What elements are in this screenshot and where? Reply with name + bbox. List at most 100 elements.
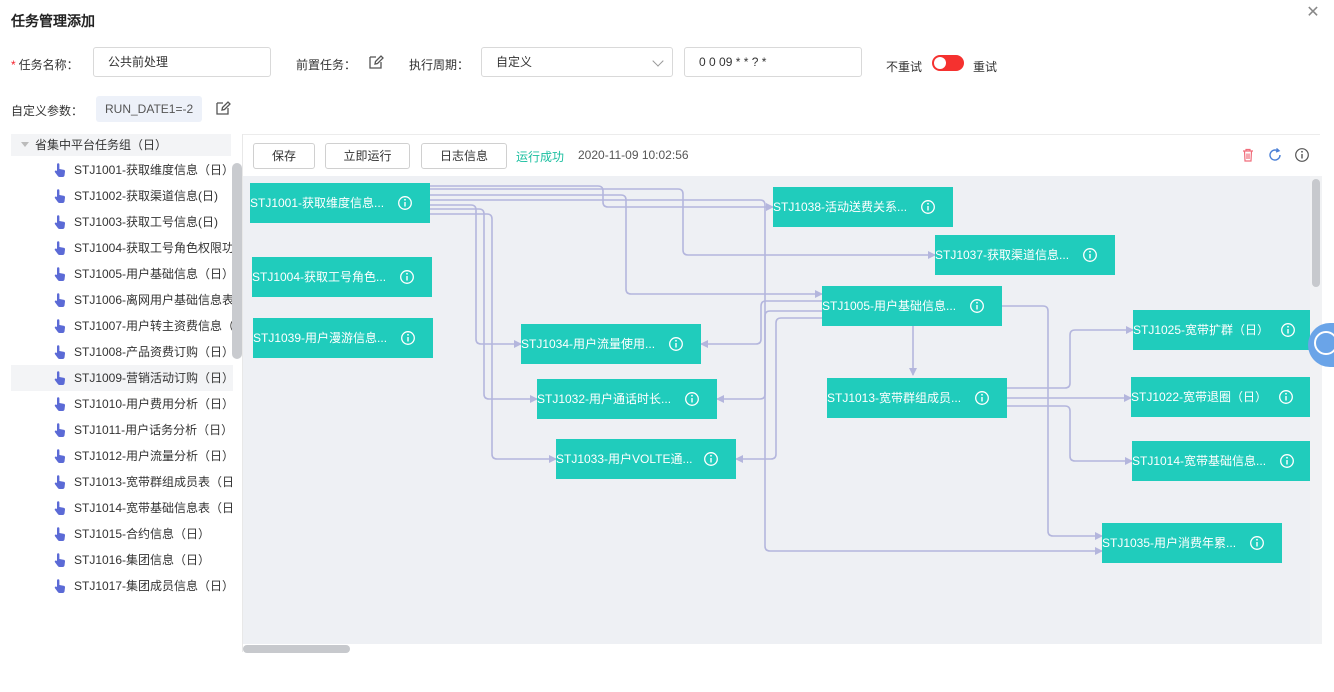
flow-node[interactable]: STJ1001-获取维度信息... [250, 183, 430, 223]
cron-input[interactable]: 0 0 09 * * ? * [684, 47, 862, 77]
save-button[interactable]: 保存 [253, 143, 315, 169]
tree-item[interactable]: STJ1008-产品资费订购（日） [11, 339, 233, 365]
flow-node[interactable]: STJ1014-宽带基础信息... [1132, 441, 1310, 481]
tree-item[interactable]: STJ1014-宽带基础信息表（日 [11, 495, 233, 521]
tree-item-label: STJ1014-宽带基础信息表（日 [74, 501, 233, 515]
tree-item-label: STJ1017-集团成员信息（日） [74, 579, 233, 593]
flow-node-label: STJ1032-用户通话时长... [537, 392, 672, 406]
tree-item[interactable]: STJ1011-用户话务分析（日） [11, 417, 233, 443]
hand-pointer-icon [54, 163, 66, 178]
flow-node[interactable]: STJ1033-用户VOLTE通... [556, 439, 736, 479]
tree-item[interactable]: STJ1013-宽带群组成员表（日 [11, 469, 233, 495]
flow-edge [735, 317, 822, 463]
refresh-icon[interactable] [1267, 147, 1283, 163]
cycle-select-value: 自定义 [496, 55, 533, 69]
flow-node[interactable]: STJ1038-活动送费关系... [773, 187, 953, 227]
flow-node[interactable]: STJ1037-获取渠道信息... [935, 235, 1115, 275]
node-info-icon[interactable] [969, 298, 985, 314]
node-info-icon[interactable] [400, 330, 416, 346]
tree-item[interactable]: STJ1006-离网用户基础信息表 [11, 287, 233, 313]
tree-item[interactable]: STJ1002-获取渠道信息(日) [11, 183, 233, 209]
hscroll-thumb[interactable] [243, 645, 350, 653]
node-info-icon[interactable] [703, 451, 719, 467]
log-button[interactable]: 日志信息 [421, 143, 507, 169]
flow-node-label: STJ1035-用户消费年累... [1102, 536, 1237, 550]
tree-item[interactable]: STJ1007-用户转主资费信息（ [11, 313, 233, 339]
tree-item-label: STJ1016-集团信息（日） [74, 553, 211, 567]
retry-switch[interactable] [932, 55, 964, 71]
tree-item-label: STJ1007-用户转主资费信息（ [74, 319, 233, 333]
hand-pointer-icon [54, 449, 66, 464]
node-info-icon[interactable] [399, 269, 415, 285]
hand-pointer-icon [54, 579, 66, 594]
delete-icon[interactable] [1240, 147, 1256, 163]
flow-edge [430, 194, 823, 298]
tree-scrollbar[interactable] [232, 163, 242, 359]
hand-pointer-icon [54, 501, 66, 516]
node-info-icon[interactable] [1082, 247, 1098, 263]
tree-item[interactable]: STJ1001-获取维度信息（日） [11, 157, 233, 183]
hand-pointer-icon [54, 527, 66, 542]
node-info-icon[interactable] [1278, 389, 1294, 405]
flow-node-label: STJ1014-宽带基础信息... [1132, 454, 1267, 468]
run-status: 运行成功 [516, 150, 565, 164]
flow-node[interactable]: STJ1022-宽带退圈（日） [1131, 377, 1310, 417]
tree-item[interactable]: STJ1005-用户基础信息（日） [11, 261, 233, 287]
flow-node[interactable]: STJ1013-宽带群组成员... [827, 378, 1007, 418]
panel-divider-top [242, 134, 1320, 135]
tree-item[interactable]: STJ1004-获取工号角色权限功 [11, 235, 233, 261]
tree-item[interactable]: STJ1012-用户流量分析（日） [11, 443, 233, 469]
run-now-button[interactable]: 立即运行 [325, 143, 410, 169]
vscroll-thumb[interactable] [1312, 179, 1320, 287]
cycle-select[interactable]: 自定义 [481, 47, 673, 77]
tree-root[interactable]: 省集中平台任务组（日） [11, 134, 231, 156]
info-icon[interactable] [1294, 147, 1310, 163]
tree-item[interactable]: STJ1003-获取工号信息(日) [11, 209, 233, 235]
canvas-hscrollbar[interactable] [243, 644, 1310, 654]
flow-node[interactable]: STJ1034-用户流量使用... [521, 324, 701, 364]
node-info-icon[interactable] [684, 391, 700, 407]
task-name-label: *任务名称： [11, 58, 79, 72]
custom-param-tag[interactable]: RUN_DATE1=-2 [96, 96, 203, 122]
node-info-icon[interactable] [920, 199, 936, 215]
task-name-input[interactable]: 公共前处理 [93, 47, 271, 77]
flow-node[interactable]: STJ1039-用户漫游信息... [253, 318, 433, 358]
flow-node-label: STJ1022-宽带退圈（日） [1131, 390, 1268, 404]
flow-node[interactable]: STJ1004-获取工号角色... [252, 257, 432, 297]
tree-item-label: STJ1006-离网用户基础信息表 [74, 293, 233, 307]
tree-item-label: STJ1002-获取渠道信息(日) [74, 189, 219, 203]
assistant-badge-icon[interactable] [1308, 323, 1334, 367]
hand-pointer-icon [54, 293, 66, 308]
flow-edge [430, 188, 936, 259]
tree-item[interactable]: STJ1009-营销活动订购（日） [11, 365, 233, 391]
node-info-icon[interactable] [1280, 322, 1296, 338]
node-info-icon[interactable] [1279, 453, 1295, 469]
hand-pointer-icon [54, 267, 66, 282]
node-info-icon[interactable] [974, 390, 990, 406]
flow-node[interactable]: STJ1032-用户通话时长... [537, 379, 717, 419]
hand-pointer-icon [54, 215, 66, 230]
tree-item[interactable]: STJ1016-集团信息（日） [11, 547, 233, 573]
flow-node[interactable]: STJ1025-宽带扩群（日） [1133, 310, 1310, 350]
tree-item[interactable]: STJ1017-集团成员信息（日） [11, 573, 233, 599]
flow-node-label: STJ1034-用户流量使用... [521, 337, 656, 351]
tree-item[interactable]: STJ1015-合约信息（日） [11, 521, 233, 547]
flow-node-label: STJ1033-用户VOLTE通... [556, 452, 693, 466]
edit-param-icon[interactable] [215, 100, 231, 116]
flow-canvas[interactable]: STJ1001-获取维度信息... STJ1004-获取工号角色... STJ103… [243, 176, 1310, 644]
edit-icon[interactable] [368, 54, 384, 70]
caret-down-icon[interactable] [21, 142, 29, 147]
close-icon[interactable]: ✕ [1306, 4, 1320, 21]
flow-node[interactable]: STJ1005-用户基础信息... [822, 286, 1002, 326]
flow-node-label: STJ1004-获取工号角色... [252, 270, 387, 284]
assistant-inner-icon [1314, 331, 1334, 355]
node-info-icon[interactable] [1249, 535, 1265, 551]
node-info-icon[interactable] [397, 195, 413, 211]
tree-item[interactable]: STJ1010-用户费用分析（日） [11, 391, 233, 417]
node-info-icon[interactable] [668, 336, 684, 352]
flow-node-label: STJ1013-宽带群组成员... [827, 391, 962, 405]
tree-item-label: STJ1010-用户费用分析（日） [74, 397, 233, 411]
task-tree: 省集中平台任务组（日） STJ1001-获取维度信息（日） STJ1002-获取渠… [11, 134, 242, 607]
canvas-vscrollbar[interactable] [1310, 176, 1322, 644]
flow-node[interactable]: STJ1035-用户消费年累... [1102, 523, 1282, 563]
